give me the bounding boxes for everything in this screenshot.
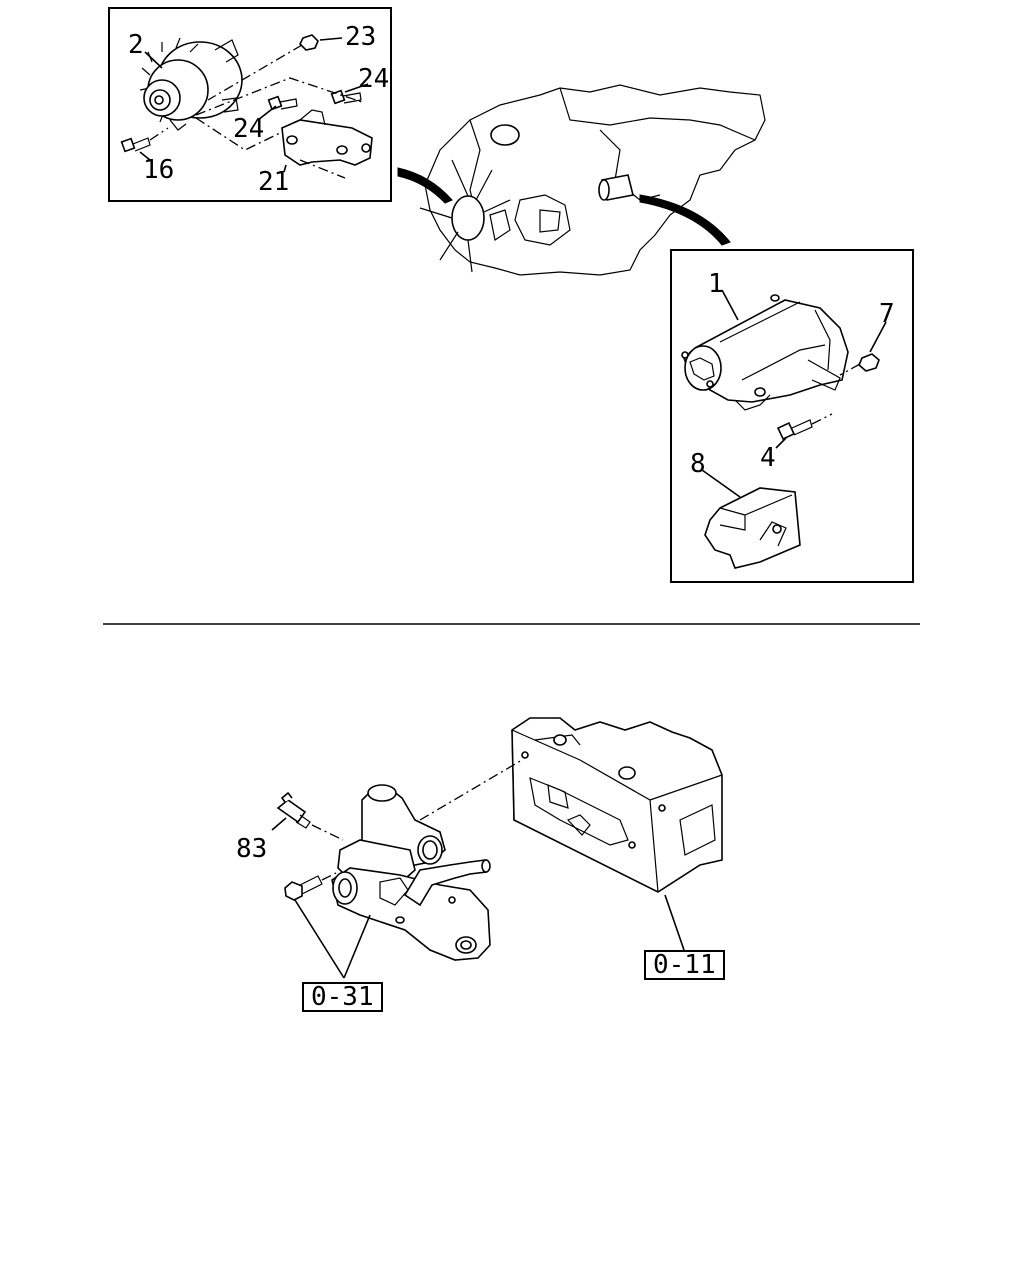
callout-16: 16 xyxy=(143,155,174,185)
callout-24-mid: 24 xyxy=(233,114,264,144)
fan xyxy=(419,159,511,273)
sensor-83 xyxy=(276,791,344,841)
arrow-to-alternator-box xyxy=(397,167,453,204)
callout-4: 4 xyxy=(760,443,776,473)
reference-0-31: 0-31 xyxy=(311,982,374,1012)
reference-0-11: 0-11 xyxy=(653,950,716,980)
thermostat-housing xyxy=(331,784,491,961)
bracket-21 xyxy=(281,109,373,166)
nut-23 xyxy=(207,34,319,101)
nut-7 xyxy=(839,353,880,376)
arrow-to-starter-box xyxy=(639,194,731,246)
starter-detail-box: 1 7 4 8 xyxy=(670,249,914,583)
reference-box-0-31: 0-31 xyxy=(302,982,383,1012)
engine-overview xyxy=(397,84,766,276)
callout-24-top: 24 xyxy=(358,64,389,94)
callout-8: 8 xyxy=(690,449,706,479)
bolt-24-mid xyxy=(267,95,298,111)
callout-1: 1 xyxy=(708,269,724,299)
callout-7: 7 xyxy=(879,299,895,329)
callout-83: 83 xyxy=(236,834,267,864)
bolt-24-top xyxy=(330,89,362,105)
bolt-4 xyxy=(776,413,833,441)
cylinder-head xyxy=(511,717,723,893)
bolt-16 xyxy=(120,127,169,153)
cover-8 xyxy=(704,487,801,569)
reference-box-0-11: 0-11 xyxy=(644,950,725,980)
callout-2: 2 xyxy=(128,30,144,60)
callout-23: 23 xyxy=(345,22,376,52)
callout-21: 21 xyxy=(258,167,289,197)
alternator-detail-box: 2 23 24 24 16 21 xyxy=(108,7,392,202)
alternator xyxy=(139,37,243,131)
thermostat-section: 83 0-31 0-11 xyxy=(236,717,725,1012)
starter-motor xyxy=(681,294,849,411)
housing-bolt xyxy=(284,872,337,901)
